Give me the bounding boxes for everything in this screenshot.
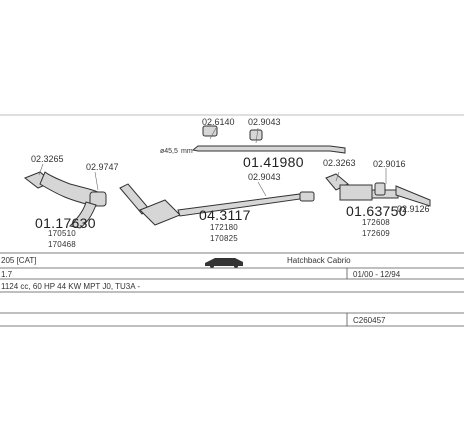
rear-clamp-3: 02.9126	[397, 204, 430, 214]
rear-silencer-part[interactable]	[325, 173, 431, 207]
front-pipe-part[interactable]	[191, 125, 346, 154]
rear-clamp-1: 02.3263	[323, 158, 356, 168]
vehicle-body: Hatchback Cabrio	[287, 256, 351, 265]
front-pipe-diameter: ø45,5	[160, 148, 178, 155]
leader-line	[255, 127, 259, 144]
rear-ref-2: 172609	[362, 229, 390, 238]
middle-silencer-part[interactable]	[119, 183, 315, 226]
front-pipe-number: 01.41980	[243, 154, 304, 170]
diagram-code: C260457	[353, 316, 386, 325]
leader-line	[335, 171, 340, 182]
leader-line	[257, 181, 267, 197]
middle-number: 04.3117	[199, 207, 251, 223]
vehicle-model: 205 [CAT]	[1, 256, 37, 265]
vehicle-line-2: 1.7	[1, 270, 13, 279]
downpipe-clamp-1: 02.3265	[31, 154, 64, 164]
rear-number: 01.63750	[346, 203, 407, 219]
rear-clamp-2: 02.9016	[373, 159, 406, 169]
downpipe-number: 01.17630	[35, 215, 96, 231]
car-silhouette-icon	[205, 258, 243, 268]
middle-ref-2: 170825	[210, 234, 238, 243]
downpipe-clamp-2: 02.9747	[86, 162, 119, 172]
rear-ref-1: 172608	[362, 218, 390, 227]
front-pipe-unit: mm	[181, 148, 193, 155]
middle-ref-1: 172180	[210, 223, 238, 232]
leader-line	[209, 127, 217, 140]
downpipe-part[interactable]	[23, 171, 107, 229]
front-pipe-clamp-1: 02.6140	[202, 117, 235, 127]
front-pipe-clamp-2: 02.9043	[248, 117, 281, 127]
downpipe-ref-1: 170510	[48, 229, 76, 238]
vehicle-engine: 1124 cc, 60 HP 44 KW MPT J0, TU3A -	[1, 282, 141, 291]
vehicle-dates: 01/00 - 12/94	[353, 270, 401, 279]
middle-clamp: 02.9043	[248, 172, 281, 182]
leader-line	[38, 163, 44, 176]
leader-line	[94, 171, 99, 191]
downpipe-ref-2: 170468	[48, 240, 76, 249]
